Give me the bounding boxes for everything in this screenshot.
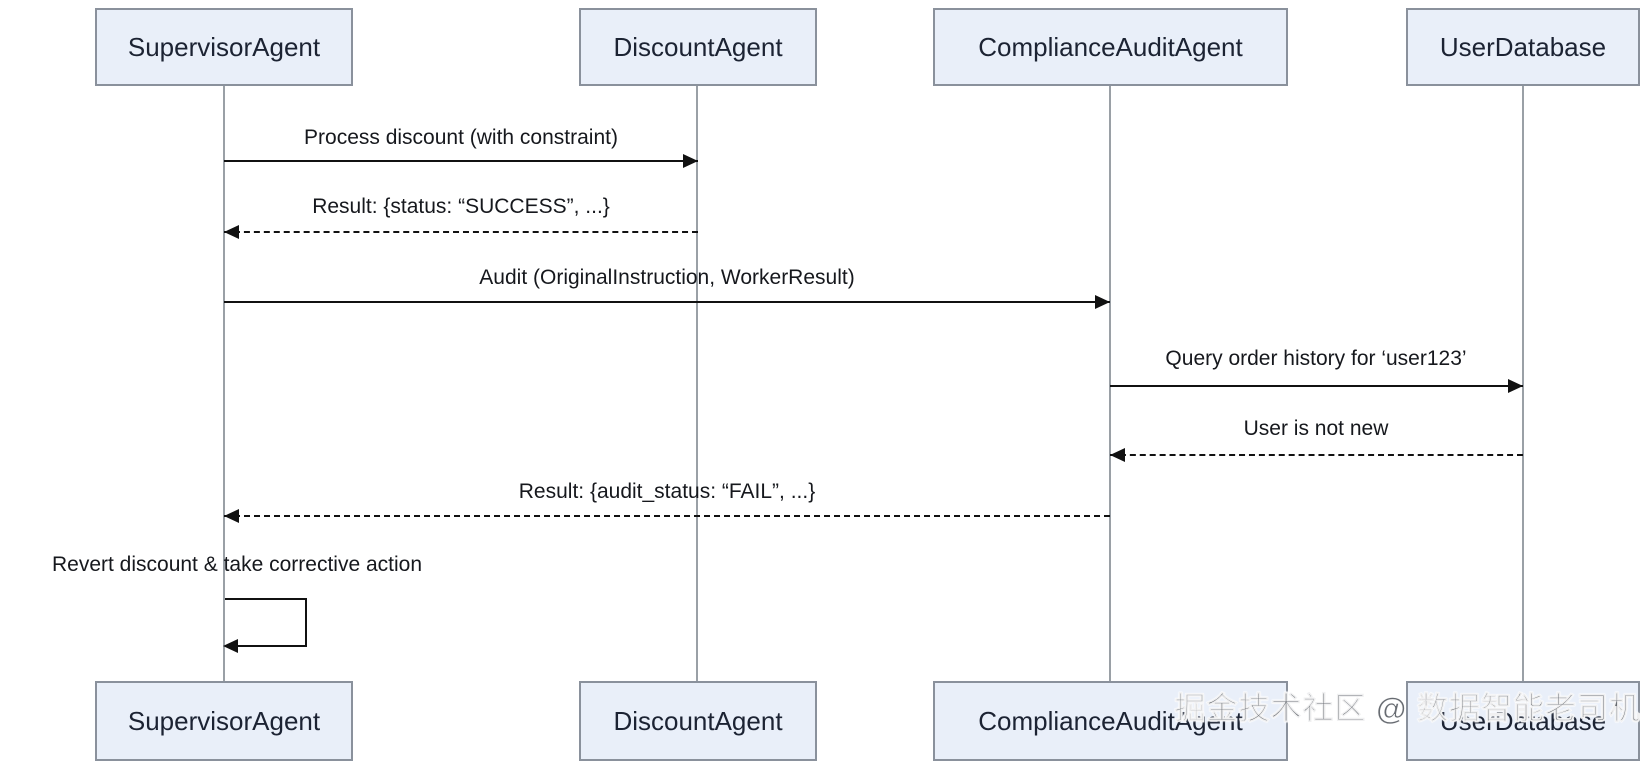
actor-label: DiscountAgent (613, 705, 783, 736)
message-arrow-user-not-new (1110, 448, 1523, 462)
lifeline-discountagent (696, 86, 698, 681)
actor-top-supervisoragent: SupervisorAgent (95, 8, 353, 86)
actor-top-discountagent: DiscountAgent (579, 8, 817, 86)
watermark: 掘金技术社区 @ 数据智能老司机 (1174, 691, 1641, 727)
actor-label: ComplianceAuditAgent (978, 705, 1243, 736)
actor-bottom-discountagent: DiscountAgent (579, 681, 817, 761)
message-arrow-audit (224, 295, 1110, 309)
actor-label: UserDatabase (1439, 705, 1607, 736)
message-arrow-result-success (224, 225, 698, 239)
arrowhead-left-icon (224, 225, 239, 239)
actor-bottom-supervisoragent: SupervisorAgent (95, 681, 353, 761)
message-label-user-not-new: User is not new (1243, 417, 1389, 440)
message-label-audit-fail: Result: {audit_status: “FAIL”, ...} (518, 480, 816, 503)
actor-bottom-complianceauditagent: ComplianceAuditAgent (933, 681, 1288, 761)
actor-top-complianceauditagent: ComplianceAuditAgent (933, 8, 1288, 86)
message-label-audit: Audit (OriginalInstruction, WorkerResult… (479, 266, 855, 289)
actor-label: ComplianceAuditAgent (978, 31, 1243, 62)
actor-bottom-userdatabase: UserDatabase (1406, 681, 1640, 761)
actor-label: UserDatabase (1439, 31, 1607, 62)
actor-label: SupervisorAgent (127, 705, 321, 736)
arrowhead-right-icon (1508, 379, 1523, 393)
lifeline-userdatabase (1522, 86, 1524, 681)
arrowhead-right-icon (683, 154, 698, 168)
arrowhead-left-icon (224, 509, 239, 523)
message-arrow-process-discount (224, 154, 698, 168)
arrowhead-right-icon (1095, 295, 1110, 309)
message-self-loop-revert-discount (223, 598, 307, 653)
arrowhead-left-icon (223, 639, 238, 653)
arrowhead-left-icon (1110, 448, 1125, 462)
message-label-revert-discount: Revert discount & take corrective action (51, 553, 423, 576)
message-label-result-success: Result: {status: “SUCCESS”, ...} (312, 195, 610, 218)
actor-label: DiscountAgent (613, 31, 783, 62)
message-label-query-order-history: Query order history for ‘user123’ (1165, 347, 1467, 370)
actor-top-userdatabase: UserDatabase (1406, 8, 1640, 86)
lifeline-complianceauditagent (1109, 86, 1111, 681)
message-label-process-discount: Process discount (with constraint) (304, 126, 618, 149)
message-arrow-audit-fail (224, 509, 1110, 523)
message-arrow-query-order-history (1110, 379, 1523, 393)
lifeline-supervisoragent (223, 86, 225, 681)
actor-label: SupervisorAgent (127, 31, 321, 62)
